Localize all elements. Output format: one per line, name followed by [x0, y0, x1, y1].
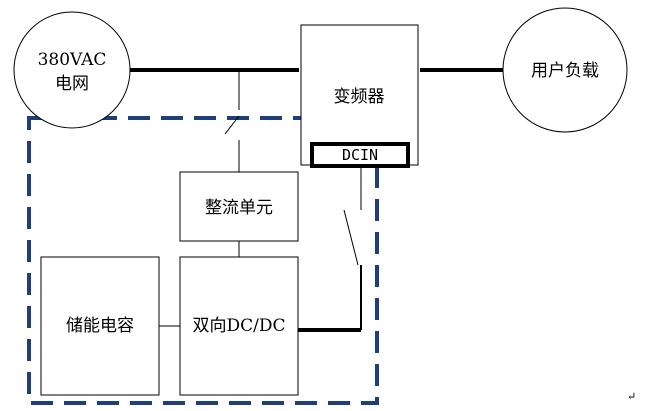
inverter-box [300, 24, 419, 166]
grid-label-line2: 电网 [55, 74, 89, 94]
inverter-label: 变频器 [334, 87, 385, 107]
grid-node [13, 11, 131, 129]
storage-capacitor-label: 储能电容 [66, 316, 134, 336]
dcin-switch [343, 209, 359, 266]
bidirectional-dcdc-label: 双向DC/DC [192, 316, 285, 336]
rectifier-box [179, 171, 299, 242]
load-label: 用户负载 [531, 61, 599, 81]
dcin-label: DCIN [342, 146, 378, 164]
rectifier-label: 整流单元 [205, 198, 273, 218]
storage-capacitor-box [40, 256, 160, 396]
grid-switch [224, 115, 240, 135]
bidirectional-dcdc-box [179, 256, 299, 396]
paragraph-return-mark: ↵ [627, 390, 636, 403]
grid-label-line1: 380VAC [38, 50, 107, 70]
storage-subsystem-boundary [27, 116, 379, 405]
dcin-terminal [310, 142, 410, 168]
